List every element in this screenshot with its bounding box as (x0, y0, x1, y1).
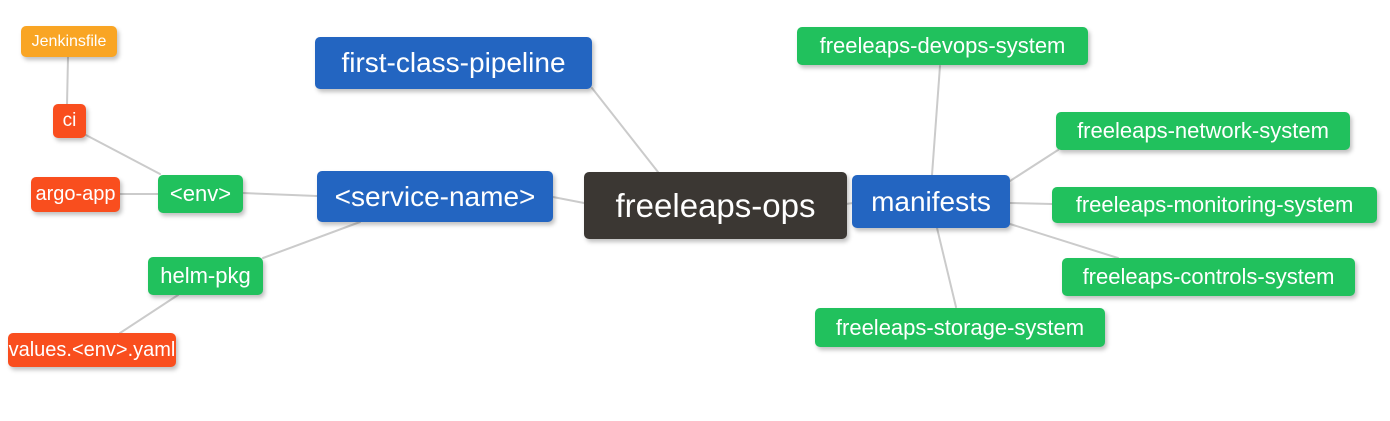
node-helm-pkg[interactable]: helm-pkg (148, 257, 263, 295)
node-ci[interactable]: ci (53, 104, 86, 138)
edge-service-name-helm-pkg (262, 221, 361, 259)
edge-manifests-freeleaps-monitoring-system (1009, 202, 1053, 205)
edge-env-service-name (242, 192, 318, 197)
edge-service-name-freeleaps-ops (552, 196, 585, 204)
edge-first-class-pipeline-freeleaps-ops (591, 87, 659, 173)
edge-ci-env (83, 133, 161, 175)
node-first-class-pipeline[interactable]: first-class-pipeline (315, 37, 592, 89)
node-manifests[interactable]: manifests (852, 175, 1010, 228)
node-jenkinsfile[interactable]: Jenkinsfile (21, 26, 117, 57)
node-service-name[interactable]: <service-name> (317, 171, 553, 222)
edge-jenkinsfile-ci (66, 56, 69, 106)
edge-manifests-freeleaps-network-system (1009, 149, 1059, 182)
edge-manifests-freeleaps-storage-system (936, 227, 957, 308)
edge-freeleaps-ops-manifests (845, 202, 854, 205)
edge-manifests-freeleaps-devops-system (931, 65, 941, 176)
edge-manifests-freeleaps-controls-system (1009, 223, 1119, 259)
node-freeleaps-controls-system[interactable]: freeleaps-controls-system (1062, 258, 1355, 296)
node-freeleaps-devops-system[interactable]: freeleaps-devops-system (797, 27, 1088, 65)
edge-helm-pkg-values-env-yaml (119, 294, 179, 334)
node-freeleaps-ops[interactable]: freeleaps-ops (584, 172, 847, 239)
node-freeleaps-storage-system[interactable]: freeleaps-storage-system (815, 308, 1105, 347)
node-env[interactable]: <env> (158, 175, 243, 213)
node-freeleaps-monitoring-system[interactable]: freeleaps-monitoring-system (1052, 187, 1377, 223)
node-freeleaps-network-system[interactable]: freeleaps-network-system (1056, 112, 1350, 150)
node-values-env-yaml[interactable]: values.<env>.yaml (8, 333, 176, 367)
node-argo-app[interactable]: argo-app (31, 177, 120, 212)
